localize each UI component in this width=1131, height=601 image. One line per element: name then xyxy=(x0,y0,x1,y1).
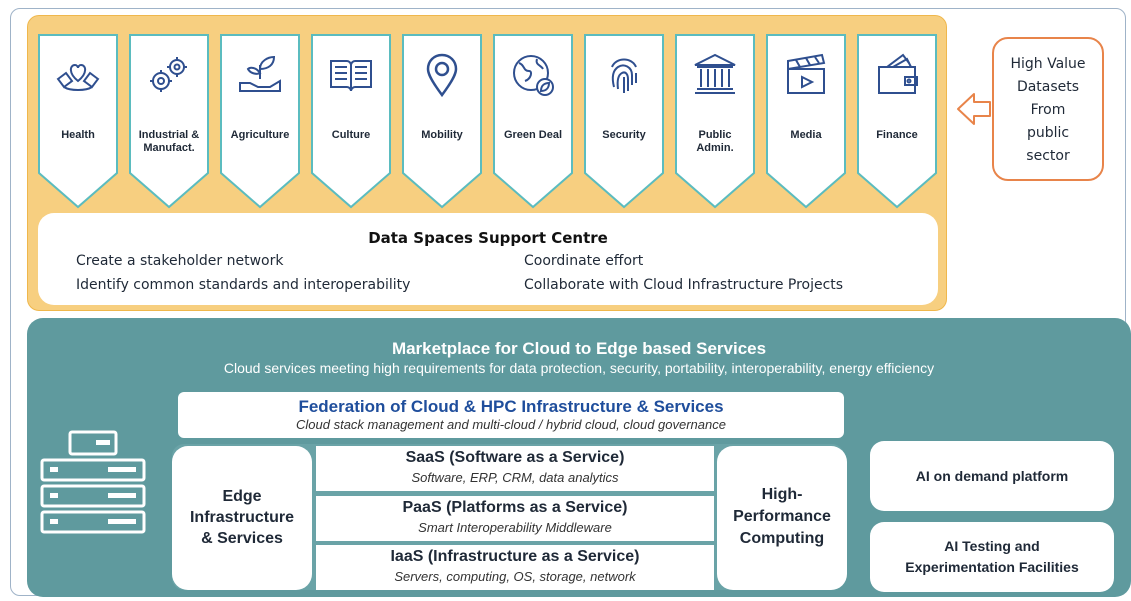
heart-hands-icon xyxy=(56,63,100,91)
layer-subtitle: Software, ERP, CRM, data analytics xyxy=(411,470,619,485)
support-centre-box: Data Spaces Support Centre Create a stak… xyxy=(38,213,938,305)
sector-agriculture: Agriculture xyxy=(219,33,301,209)
side-box-label: AI on demand platform xyxy=(915,468,1069,484)
iaas-layer: IaaS (Infrastructure as a Service) Serve… xyxy=(316,545,714,590)
sector-label: Media xyxy=(790,129,822,141)
high-value-datasets-callout: High Value Datasets From public sector xyxy=(992,37,1104,181)
sector-green-deal: Green Deal xyxy=(492,33,574,209)
sector-label: Culture xyxy=(331,129,371,141)
sector-label: Industrial & Manufact. xyxy=(138,129,200,154)
support-item: Identify common standards and interopera… xyxy=(76,277,411,293)
callout-arrow-icon xyxy=(957,93,991,125)
ai-on-demand-box: AI on demand platform xyxy=(870,441,1114,511)
sector-finance: Finance xyxy=(856,33,938,209)
map-pin-icon xyxy=(426,53,458,98)
edge-label: Edge Infrastructure & Services xyxy=(189,488,295,547)
federation-title: Federation of Cloud & HPC Infrastructure… xyxy=(298,397,724,416)
sector-label: Security xyxy=(602,129,646,141)
globe-leaf-icon xyxy=(513,55,554,96)
saas-layer: SaaS (Software as a Service) Software, E… xyxy=(316,446,714,491)
paas-layer: PaaS (Platforms as a Service) Smart Inte… xyxy=(316,496,714,541)
sector-label: Health xyxy=(61,129,95,141)
fingerprint-icon xyxy=(611,58,637,93)
federation-subtitle: Cloud stack management and multi-cloud /… xyxy=(296,417,726,432)
marketplace-subtitle: Cloud services meeting high requirements… xyxy=(223,360,935,376)
ai-testing-box: AI Testing and Experimentation Facilitie… xyxy=(870,522,1114,592)
sector-label: Public Admin. xyxy=(696,129,734,154)
sector-label: Finance xyxy=(876,129,918,141)
layer-title: IaaS (Infrastructure as a Service) xyxy=(390,548,640,565)
hpc-box: High- Performance Computing xyxy=(717,446,847,590)
side-box-label: AI Testing and Experimentation Facilitie… xyxy=(905,538,1079,575)
book-icon xyxy=(330,60,372,92)
hpc-label: High- Performance Computing xyxy=(733,486,831,547)
marketplace-title: Marketplace for Cloud to Edge based Serv… xyxy=(391,339,767,358)
government-building-icon xyxy=(694,53,736,94)
sector-industrial: Industrial & Manufact. xyxy=(128,33,210,209)
layer-subtitle: Servers, computing, OS, storage, network xyxy=(394,569,636,584)
sector-banners: Health Industrial & Manufact. Agricultur… xyxy=(37,33,947,209)
support-item: Coordinate effort xyxy=(524,253,644,269)
support-centre-title: Data Spaces Support Centre xyxy=(368,229,608,247)
sector-public-admin: Public Admin. xyxy=(674,33,756,209)
sector-label: Mobility xyxy=(421,129,463,141)
callout-text: High Value Datasets From public sector xyxy=(1010,56,1086,164)
sector-health: Health xyxy=(37,33,119,209)
server-rack-icon xyxy=(40,430,146,534)
layer-title: SaaS (Software as a Service) xyxy=(405,449,625,466)
sector-security: Security xyxy=(583,33,665,209)
edge-infrastructure-box: Edge Infrastructure & Services xyxy=(172,446,312,590)
plant-hand-icon xyxy=(239,55,281,92)
support-item: Collaborate with Cloud Infrastructure Pr… xyxy=(524,277,844,293)
federation-box: Federation of Cloud & HPC Infrastructure… xyxy=(178,392,844,438)
support-item: Create a stakeholder network xyxy=(76,253,284,269)
gears-icon xyxy=(150,57,187,92)
sector-label: Green Deal xyxy=(503,129,563,141)
layer-subtitle: Smart Interoperability Middleware xyxy=(418,520,612,535)
sector-media: Media xyxy=(765,33,847,209)
sector-culture: Culture xyxy=(310,33,392,209)
layer-title: PaaS (Platforms as a Service) xyxy=(402,499,628,516)
wallet-icon xyxy=(878,53,918,94)
clapperboard-icon xyxy=(787,53,826,94)
sector-mobility: Mobility xyxy=(401,33,483,209)
sector-label: Agriculture xyxy=(230,129,290,141)
